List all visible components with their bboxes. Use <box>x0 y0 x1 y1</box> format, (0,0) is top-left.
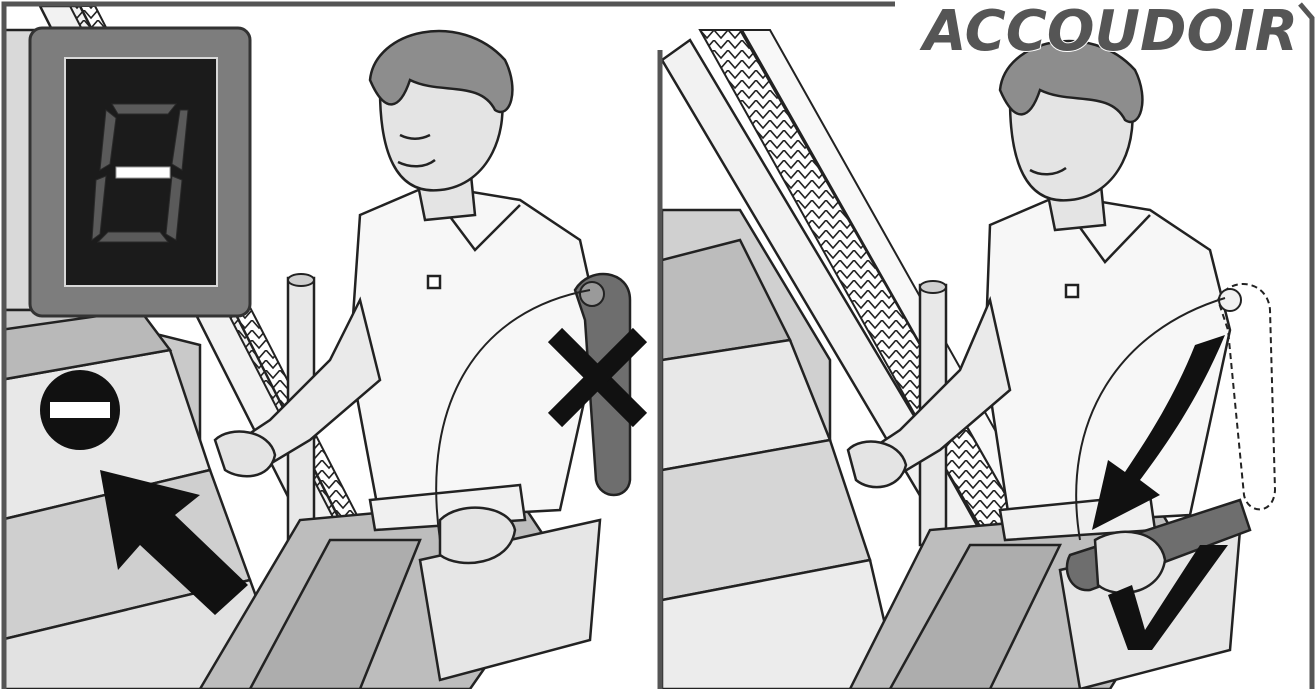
panel-right <box>662 6 1310 689</box>
page-title: ACCOUDOIR <box>919 0 1298 64</box>
no-entry-icon <box>40 370 120 450</box>
panel-left <box>0 6 654 689</box>
status-display <box>30 28 250 316</box>
